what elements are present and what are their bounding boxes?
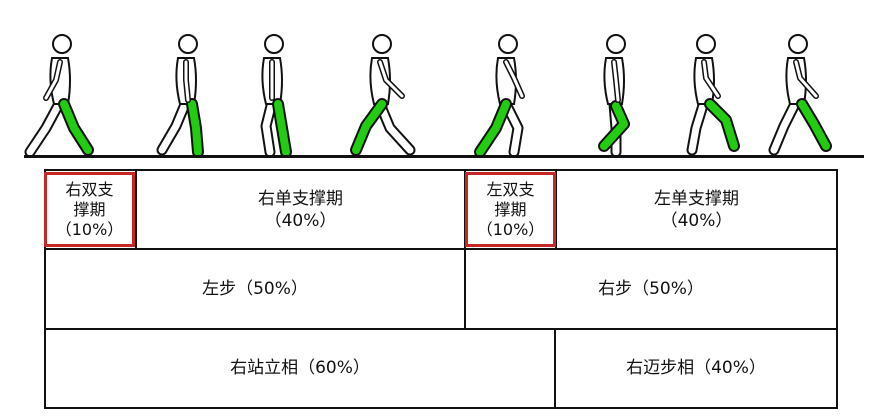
col-divider-r1-a bbox=[135, 169, 137, 249]
walker-arm bbox=[612, 60, 620, 102]
walker-back-leg bbox=[688, 98, 708, 154]
walker-figure-6 bbox=[598, 34, 630, 158]
walker-head bbox=[264, 34, 284, 54]
walker-head bbox=[372, 34, 392, 54]
walker-figure-5 bbox=[474, 34, 525, 158]
walker-arm bbox=[184, 60, 190, 102]
left-double-support-line1: 左双支 bbox=[486, 179, 535, 199]
walker-arm bbox=[794, 60, 818, 98]
left-double-support-line2: 撑期 bbox=[494, 199, 527, 219]
walker-green-leg bbox=[352, 100, 386, 154]
ground-line bbox=[24, 155, 864, 158]
right-step-cell: 右步（50%） bbox=[598, 278, 704, 299]
walker-green-leg bbox=[476, 100, 510, 156]
left-single-support-percent: （40%） bbox=[660, 211, 733, 231]
row-divider-1 bbox=[44, 248, 838, 250]
walker-figure-2 bbox=[156, 34, 204, 158]
walker-back-leg bbox=[26, 98, 64, 156]
walker-arm bbox=[504, 60, 524, 98]
walker-back-leg bbox=[770, 98, 800, 154]
col-divider-r1-b bbox=[464, 169, 466, 329]
left-double-support-line3: （10%） bbox=[476, 219, 545, 239]
walker-green-leg bbox=[274, 100, 290, 156]
walker-figure-3 bbox=[260, 34, 292, 158]
left-step-cell: 左步（50%） bbox=[202, 278, 308, 299]
walker-head bbox=[498, 34, 518, 54]
walker-head bbox=[606, 34, 626, 54]
right-single-support-cell: 右单支撑期 （40%） bbox=[137, 172, 464, 248]
right-stance-phase-cell: 右站立相（60%） bbox=[230, 358, 370, 379]
right-single-support-label: 右单支撑期 bbox=[258, 188, 343, 209]
right-single-support-percent: （40%） bbox=[264, 211, 337, 231]
walker-figure-7 bbox=[686, 34, 740, 156]
left-single-support-label: 左单支撑期 bbox=[654, 188, 739, 209]
walker-green-leg bbox=[60, 100, 92, 154]
walker-green-leg bbox=[600, 102, 628, 150]
walker-arm bbox=[378, 60, 404, 98]
left-double-support-cell: 左双支 撑期 （10%） bbox=[465, 172, 556, 247]
walker-head bbox=[696, 34, 716, 54]
walker-figure-8 bbox=[768, 34, 832, 156]
right-double-support-line3: （10%） bbox=[55, 219, 124, 239]
left-single-support-cell: 左单支撑期 （40%） bbox=[557, 172, 836, 248]
walker-back-leg bbox=[262, 98, 276, 156]
gait-figures bbox=[24, 34, 832, 158]
row-divider-2 bbox=[44, 328, 838, 330]
col-divider-r1-c bbox=[555, 169, 557, 249]
walker-head bbox=[52, 34, 72, 54]
right-double-support-cell: 右双支 撑期 （10%） bbox=[44, 172, 135, 247]
walker-head bbox=[788, 34, 808, 54]
walker-back-leg bbox=[502, 100, 522, 156]
walker-figure-1 bbox=[24, 34, 94, 158]
table-top-border bbox=[44, 169, 838, 171]
table-left-border bbox=[44, 169, 46, 409]
walker-green-leg bbox=[706, 100, 738, 150]
walker-figure-4 bbox=[350, 34, 416, 156]
walker-green-leg bbox=[798, 100, 830, 150]
walker-arm bbox=[44, 60, 62, 100]
table-bottom-border bbox=[44, 407, 838, 409]
right-double-support-line2: 撑期 bbox=[73, 199, 106, 219]
walker-head bbox=[178, 34, 198, 54]
right-swing-phase-cell: 右迈步相（40%） bbox=[626, 358, 766, 379]
walker-back-leg bbox=[158, 98, 190, 154]
table-right-border bbox=[836, 169, 838, 409]
right-double-support-line1: 右双支 bbox=[65, 179, 114, 199]
walker-green-leg bbox=[188, 100, 202, 156]
walker-arm bbox=[702, 60, 720, 98]
col-divider-r3 bbox=[554, 328, 556, 408]
